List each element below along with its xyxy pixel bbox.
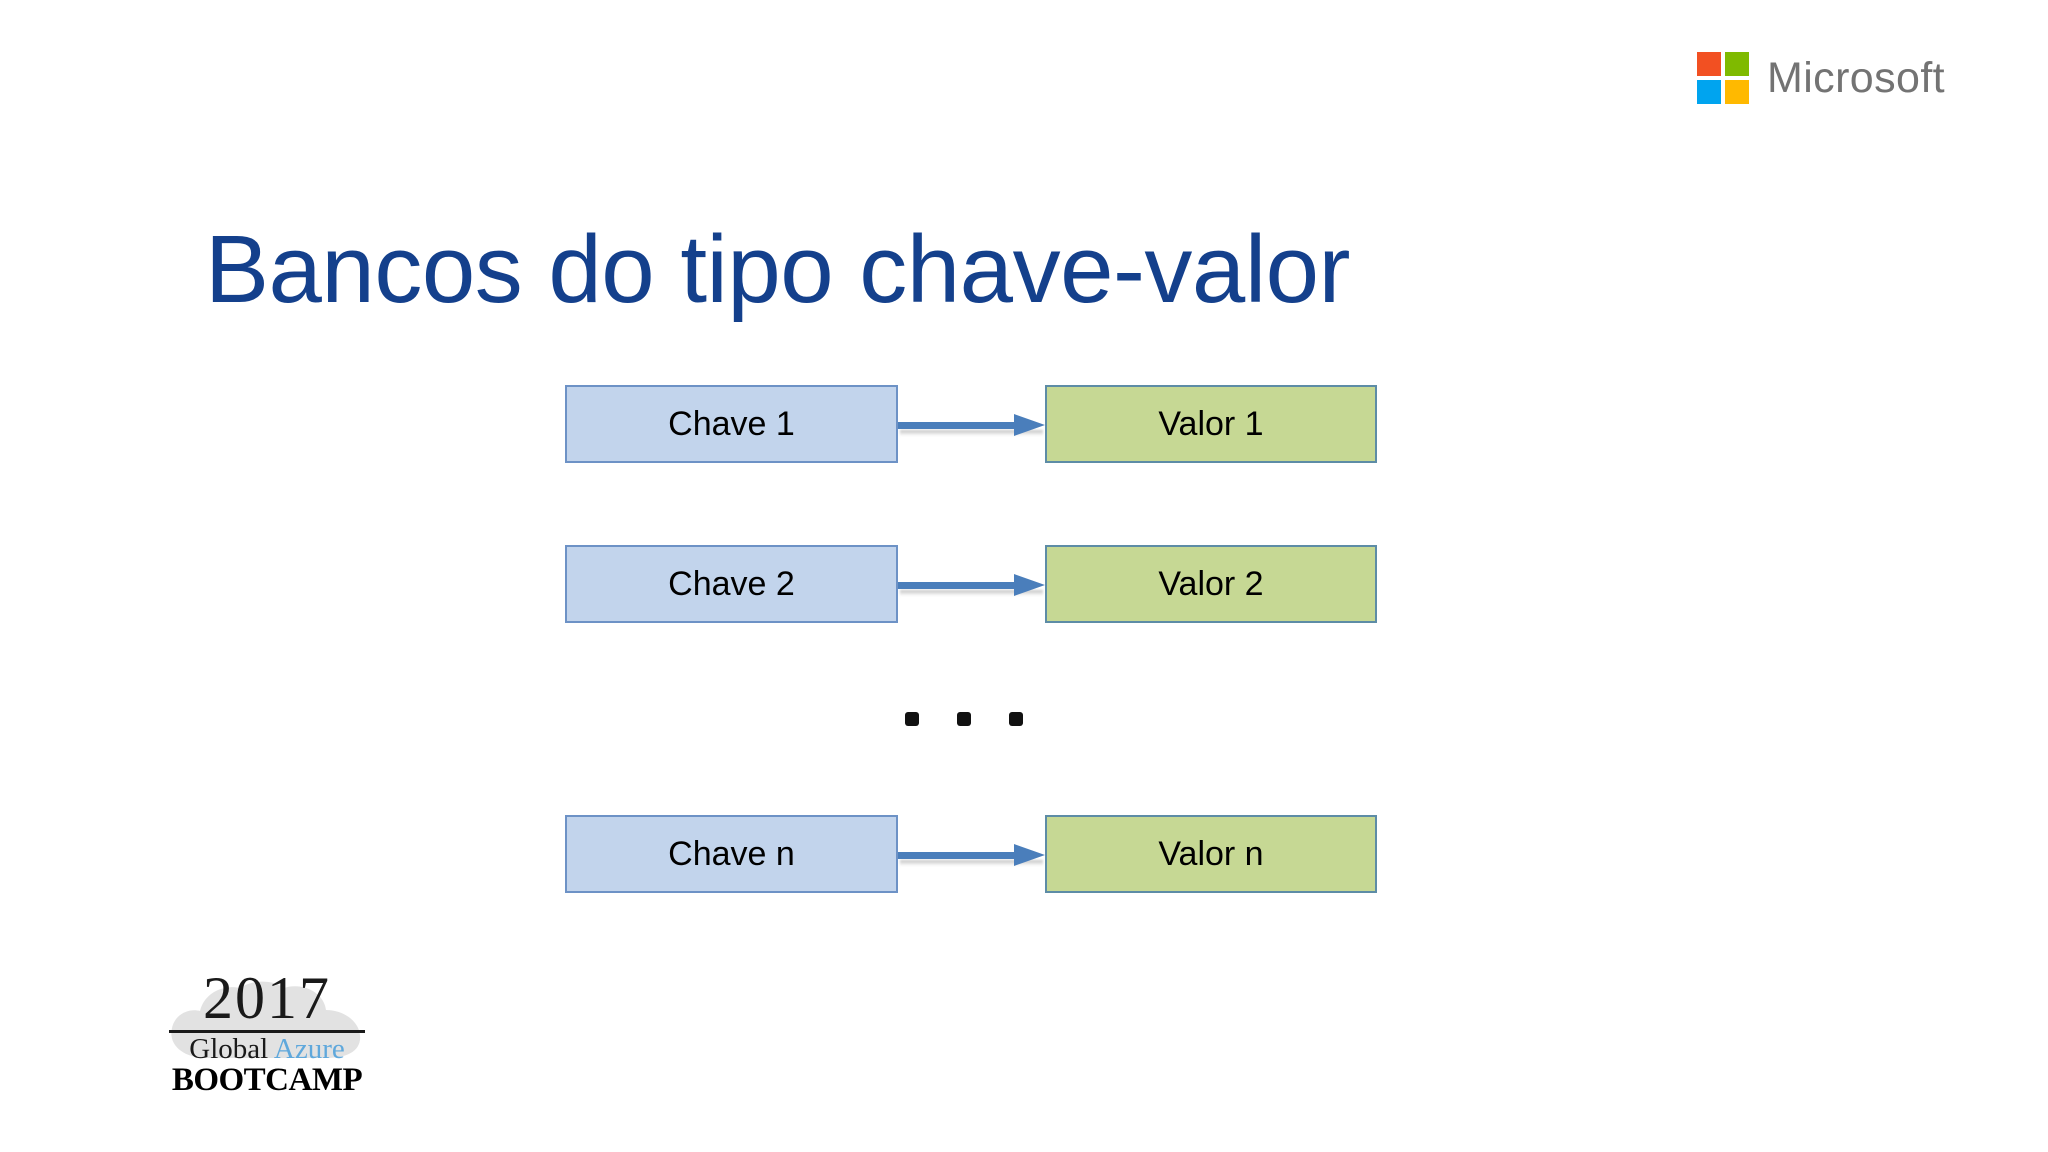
- ellipsis-dot: [957, 712, 971, 726]
- logo-bootcamp-text: BOOTCAMP: [171, 1062, 363, 1099]
- arrow-right-icon: [898, 574, 1045, 596]
- logo-subtitle: Global Azure: [152, 1034, 382, 1064]
- key-value-row: Chave n Valor n: [565, 815, 1377, 895]
- ellipsis-dot: [905, 712, 919, 726]
- arrow-shadow: [900, 590, 1043, 596]
- key-value-row: Chave 2 Valor 2: [565, 545, 1377, 625]
- ellipsis-dot: [1009, 712, 1023, 726]
- value-box: Valor 1: [1045, 385, 1377, 463]
- logo-global-text: Global: [189, 1033, 269, 1065]
- arrow-shadow: [900, 430, 1043, 436]
- arrow-right-icon: [898, 414, 1045, 436]
- microsoft-wordmark: Microsoft: [1767, 53, 1946, 102]
- arrow-shaft: [898, 422, 1018, 429]
- key-box: Chave 2: [565, 545, 898, 623]
- arrow-shaft: [898, 582, 1018, 589]
- value-box: Valor 2: [1045, 545, 1377, 623]
- logo-divider: [169, 1030, 365, 1033]
- ellipsis-indicator: [905, 712, 1023, 726]
- microsoft-logo-squares-icon: [1697, 52, 1749, 104]
- page-title: Bancos do tipo chave-valor: [205, 216, 1351, 324]
- microsoft-square-red-icon: [1697, 52, 1721, 76]
- key-box: Chave n: [565, 815, 898, 893]
- global-azure-bootcamp-text: 2017 Global Azure BOOTCAMP: [152, 968, 382, 1097]
- microsoft-logo: Microsoft: [1697, 52, 1945, 104]
- arrow-right-icon: [898, 844, 1045, 866]
- microsoft-square-yellow-icon: [1725, 80, 1749, 104]
- microsoft-square-green-icon: [1725, 52, 1749, 76]
- microsoft-square-blue-icon: [1697, 80, 1721, 104]
- arrow-head: [1014, 414, 1045, 436]
- arrow-shadow: [900, 860, 1043, 866]
- arrow-head: [1014, 844, 1045, 866]
- key-value-row: Chave 1 Valor 1: [565, 385, 1377, 465]
- global-azure-bootcamp-logo: 2017 Global Azure BOOTCAMP: [152, 968, 382, 1098]
- cloud-icon: [171, 981, 361, 1058]
- arrow-shaft: [898, 852, 1018, 859]
- arrow-head: [1014, 574, 1045, 596]
- key-box: Chave 1: [565, 385, 898, 463]
- value-box: Valor n: [1045, 815, 1377, 893]
- logo-year: 2017: [203, 965, 331, 1031]
- logo-azure-text: Azure: [273, 1033, 345, 1065]
